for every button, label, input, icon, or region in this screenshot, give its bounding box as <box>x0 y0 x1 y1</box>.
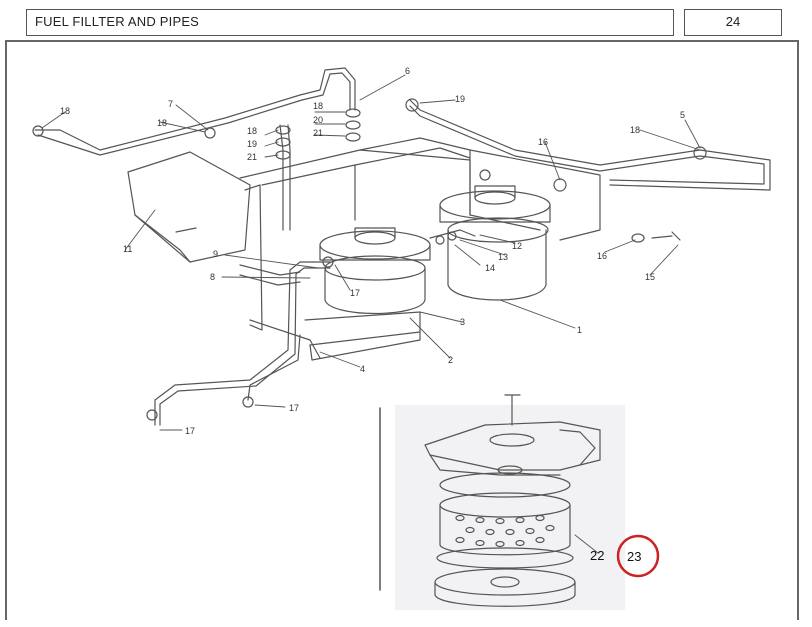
center-fittings <box>429 229 476 245</box>
callout-19: 19 <box>455 94 465 104</box>
leader-lines <box>41 74 701 431</box>
callout-18-c: 18 <box>313 101 323 111</box>
frame-top <box>5 40 798 42</box>
callout-4: 4 <box>360 364 365 374</box>
callout-1: 1 <box>577 325 582 335</box>
callout-18-d: 18 <box>247 126 257 136</box>
callout-18-left: 18 <box>60 106 70 116</box>
callout-13: 13 <box>498 252 508 262</box>
callout-11: 11 <box>123 244 132 254</box>
callout-labels: 6 19 18 7 18 18 20 21 18 19 21 5 18 16 1… <box>60 66 685 436</box>
callout-17-b: 17 <box>289 403 299 413</box>
left-filter-assembly <box>319 227 431 315</box>
callout-22: 22 <box>590 548 604 563</box>
callout-17-mid: 17 <box>350 288 360 298</box>
callout-21-b: 21 <box>247 152 257 162</box>
page-number: 24 <box>725 14 741 29</box>
callout-19-b: 19 <box>247 139 257 149</box>
exploded-filter-inset <box>379 394 625 610</box>
callout-20: 20 <box>313 115 323 125</box>
callout-3: 3 <box>460 317 465 327</box>
callout-21-top: 21 <box>313 128 323 138</box>
diagram-title-box: FUEL FILLTER AND PIPES <box>26 9 674 36</box>
mounting-frame <box>239 137 601 361</box>
diagram-title: FUEL FILLTER AND PIPES <box>35 14 200 29</box>
callout-6: 6 <box>405 66 410 76</box>
frame-left <box>5 40 7 620</box>
callout-18-right: 18 <box>630 125 640 135</box>
callout-16-right: 16 <box>597 251 607 261</box>
callout-17-c: 17 <box>185 426 195 436</box>
right-filter-assembly <box>439 169 551 301</box>
page-number-box: 24 <box>684 9 782 36</box>
callout-8: 8 <box>210 272 215 282</box>
callout-18-b: 18 <box>157 118 167 128</box>
callout-9: 9 <box>213 249 218 259</box>
callout-12: 12 <box>512 241 522 251</box>
fuel-pipes <box>34 67 771 426</box>
callout-23: 23 <box>627 549 641 564</box>
callout-16-top: 16 <box>538 137 548 147</box>
bracket-plate <box>127 151 251 263</box>
banjo-fittings <box>32 98 707 421</box>
callout-7: 7 <box>168 99 173 109</box>
frame-right <box>797 40 799 620</box>
callout-5: 5 <box>680 110 685 120</box>
highlight-circle <box>616 534 660 578</box>
filter-element-holes <box>455 514 555 548</box>
callout-14: 14 <box>485 263 495 273</box>
callout-2: 2 <box>448 355 453 365</box>
callout-15: 15 <box>645 272 655 282</box>
